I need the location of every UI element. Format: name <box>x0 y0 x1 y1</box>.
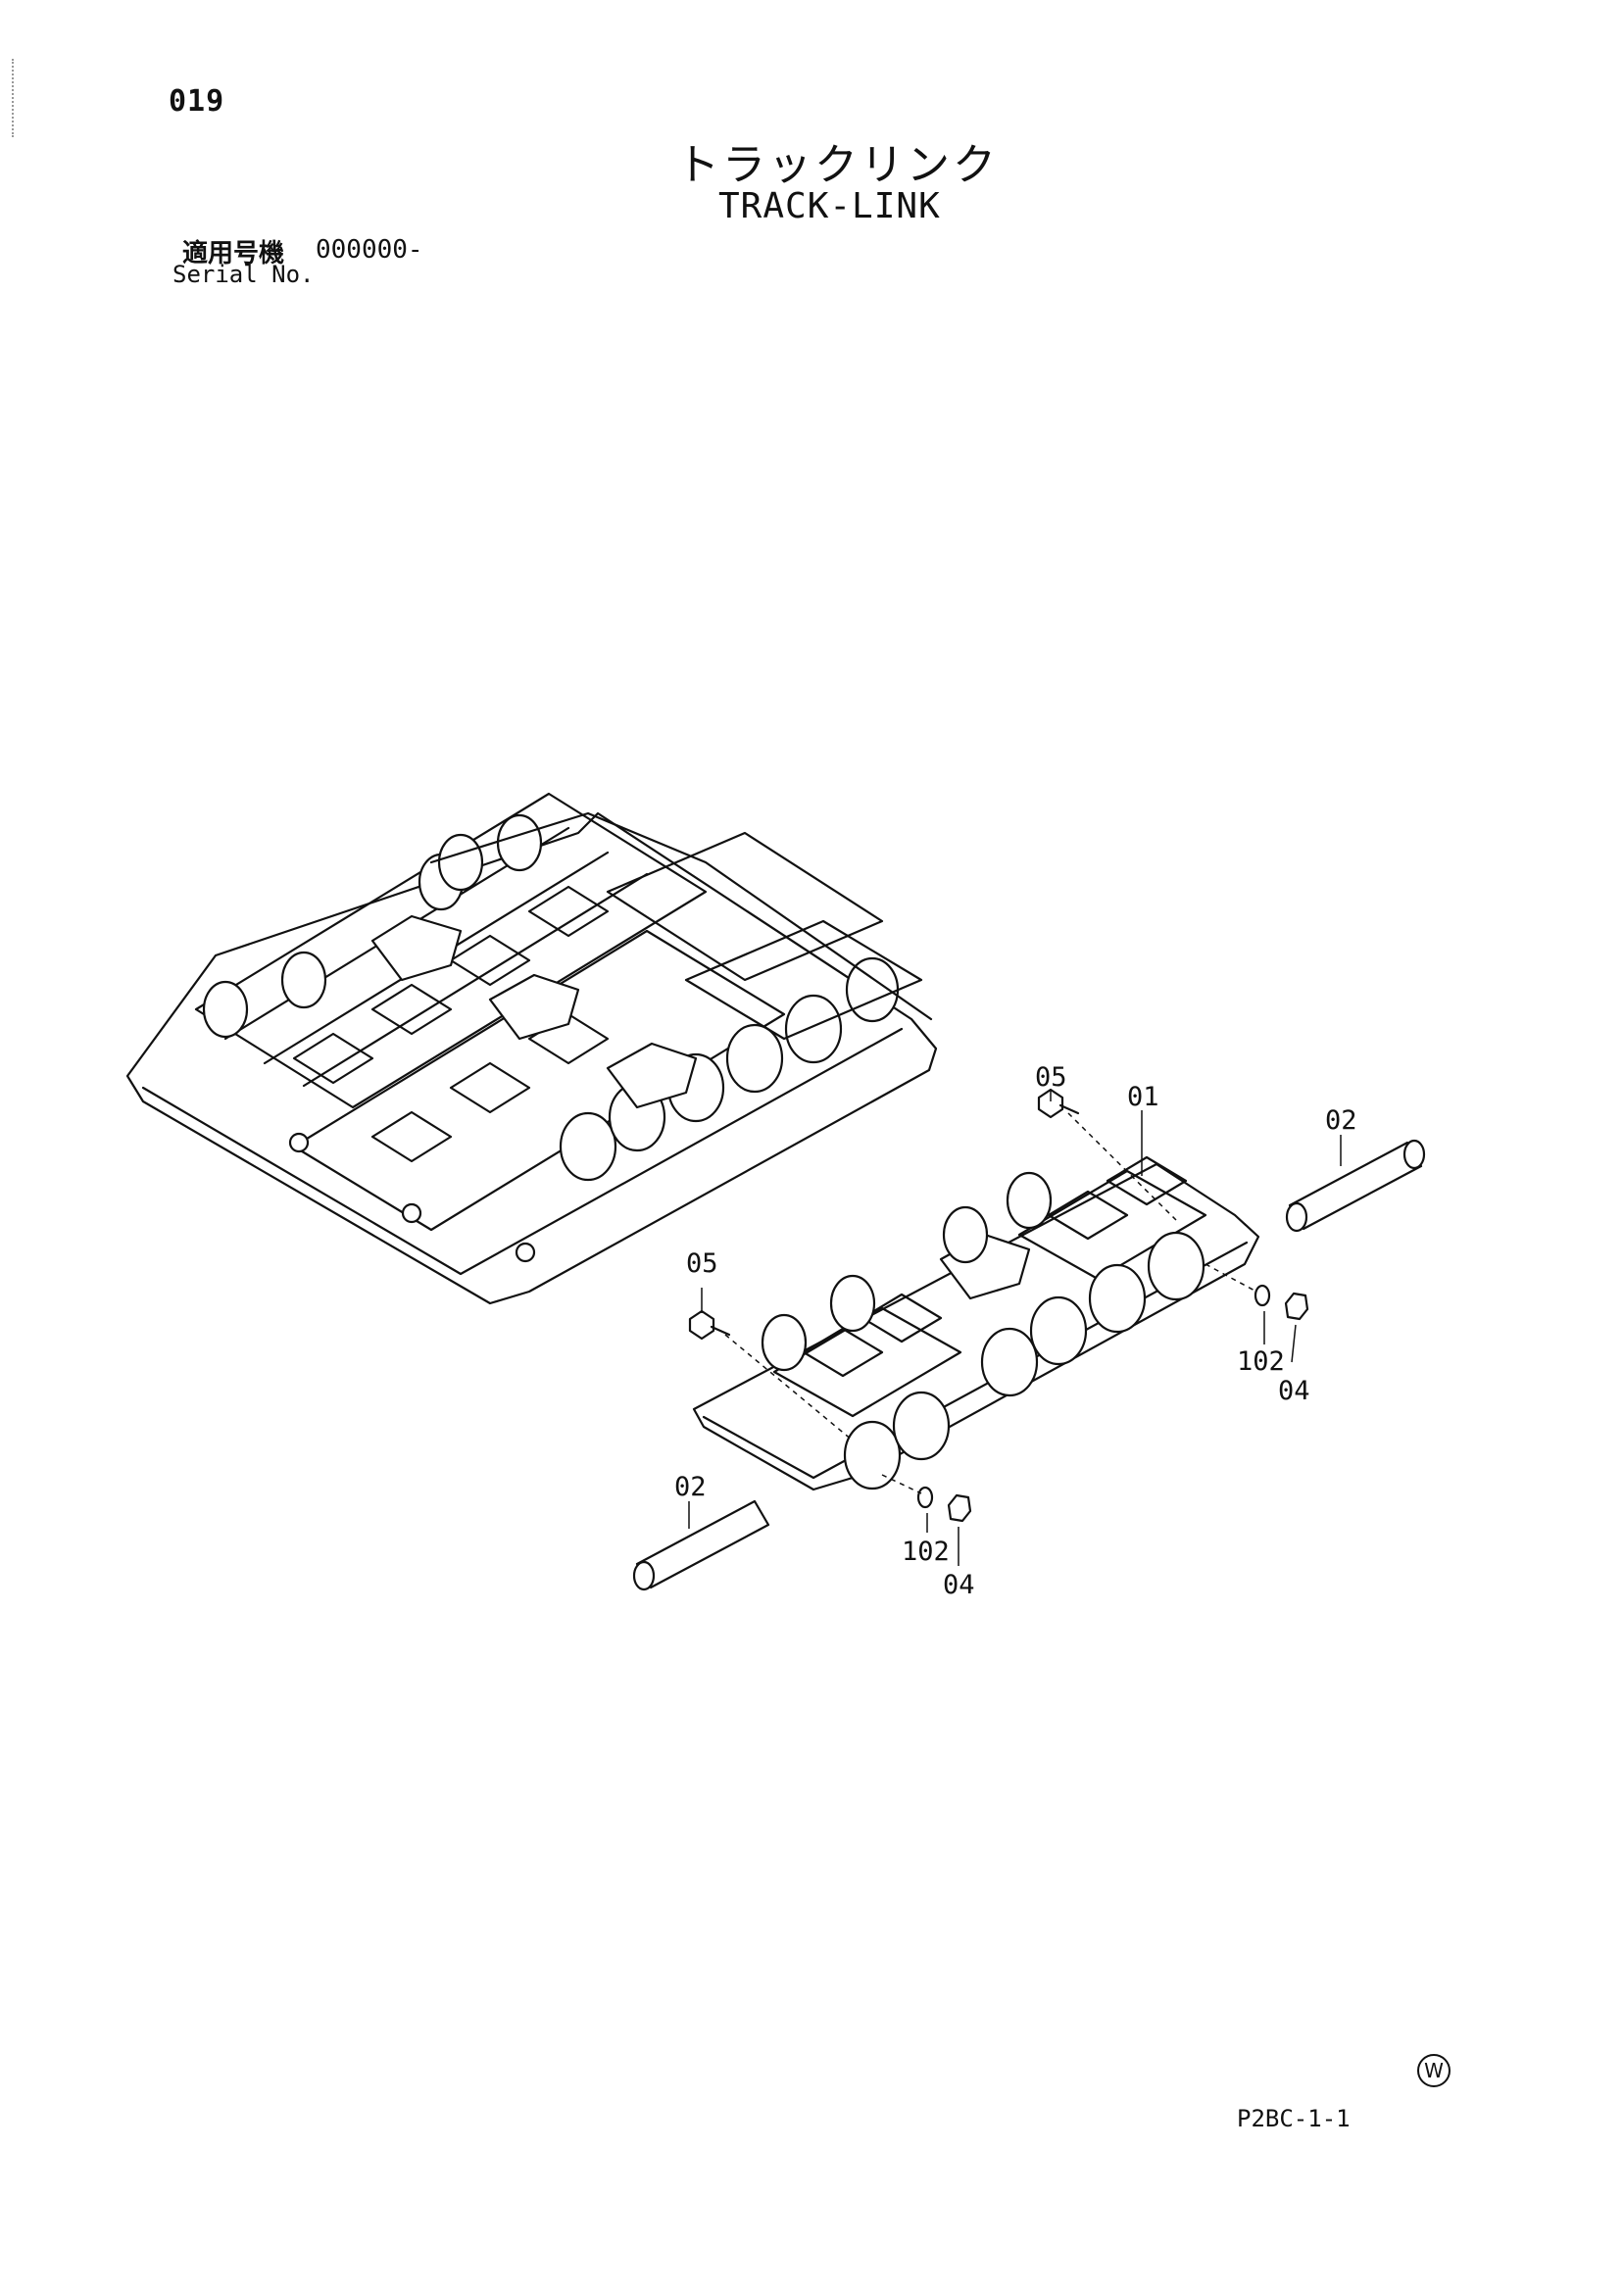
callout-04-bottom: 04 <box>943 1570 975 1600</box>
exploded-track-link <box>632 1088 1426 1591</box>
margin-dots <box>12 59 18 137</box>
title-english: TRACK-LINK <box>718 186 941 226</box>
drawing-code: P2BC-1-1 <box>1237 2105 1351 2132</box>
callout-04-right: 04 <box>1278 1376 1310 1406</box>
callout-02-right: 02 <box>1325 1105 1357 1136</box>
callout-01: 01 <box>1127 1082 1159 1112</box>
serial-value: 000000- <box>316 235 423 265</box>
leader-lines <box>688 1090 1342 1566</box>
w-mark-symbol: W <box>1417 2054 1451 2087</box>
assembled-track-chain <box>125 792 938 1305</box>
callout-102-bottom: 102 <box>902 1537 950 1567</box>
callout-05-left: 05 <box>686 1248 718 1279</box>
serial-label-english: Serial No. <box>172 261 315 288</box>
callout-02-left: 02 <box>674 1472 707 1502</box>
serial-label-japanese: 適用号機 <box>182 239 285 269</box>
callout-102-right: 102 <box>1237 1346 1285 1377</box>
page-number: 019 <box>169 84 225 119</box>
title-japanese: トラックリンク <box>676 140 999 190</box>
callout-05-top: 05 <box>1035 1062 1067 1093</box>
